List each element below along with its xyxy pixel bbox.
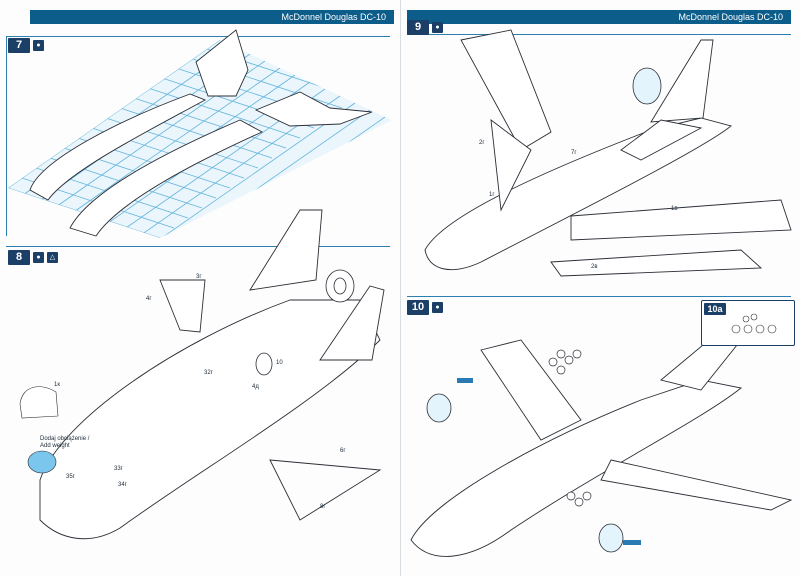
step-10-heading: 10 ● [407, 300, 443, 315]
part-label-1k: 1к [54, 382, 60, 388]
part-label-32r: 32г [204, 370, 213, 376]
divider-line [407, 34, 791, 35]
step-number: 10a [704, 303, 726, 315]
step-8-heading: 8 ● △ [8, 250, 58, 265]
engine-part [426, 67, 662, 553]
part-label-3r: 3г [196, 274, 202, 280]
divider-line [6, 36, 7, 236]
step-number: 7 [8, 38, 30, 53]
part-label-33r: 33г [114, 466, 123, 472]
part-label-35r: 35г [66, 474, 75, 480]
wheel-detail-drawing [731, 313, 777, 334]
part-label-7r: 7г [571, 150, 577, 156]
aircraft-step-9 [424, 29, 792, 277]
part-label-1r: 1г [489, 192, 495, 198]
part-label-8r: 8г [320, 504, 326, 510]
page-header-left: McDonnel Douglas DC-10 [30, 10, 394, 24]
part-label-1b: 1в [671, 206, 678, 212]
part-label-4r: 4г [146, 296, 152, 302]
assembly-drawing-left [8, 29, 392, 540]
wheel-parts [548, 349, 592, 507]
glue-icon: ● [432, 302, 443, 313]
glue-icon: ● [432, 22, 443, 33]
triangle-icon: △ [47, 252, 58, 263]
divider-line [6, 36, 390, 37]
detail-inset-10a: 10a [701, 300, 795, 346]
divider-line [407, 296, 791, 297]
highlight-band [457, 378, 641, 545]
engine-part [255, 269, 355, 376]
divider-line [6, 246, 390, 247]
assembly-drawing-right [410, 29, 793, 557]
page-header-right: McDonnel Douglas DC-10 [407, 10, 791, 24]
step-9-heading: 9 ● [407, 20, 443, 35]
aircraft-step-10 [410, 329, 793, 557]
glue-icon: ● [33, 40, 44, 51]
part-label-2b: 2в [591, 264, 598, 270]
part-label-2r: 2г [479, 140, 485, 146]
fuselage-main [39, 209, 385, 540]
part-label-34r: 34г [118, 482, 127, 488]
part-label-10: 10 [276, 360, 283, 366]
page-right: McDonnel Douglas DC-10 9 ● 10 ● [400, 0, 800, 576]
part-label-4g: 4д [252, 384, 259, 390]
step-7-heading: 7 ● [8, 38, 44, 53]
step-number: 8 [8, 250, 30, 265]
cockpit-glazing [19, 386, 59, 474]
step-number: 10 [407, 300, 429, 315]
step-number: 9 [407, 20, 429, 35]
fuselage-halves [29, 29, 373, 237]
glue-icon: ● [33, 252, 44, 263]
ballast-note: Dodaj obciążenie / Add weight [40, 436, 90, 449]
page-left: McDonnel Douglas DC-10 7 ● 8 ● △ [6, 10, 394, 540]
part-label-6r: 6г [340, 448, 346, 454]
